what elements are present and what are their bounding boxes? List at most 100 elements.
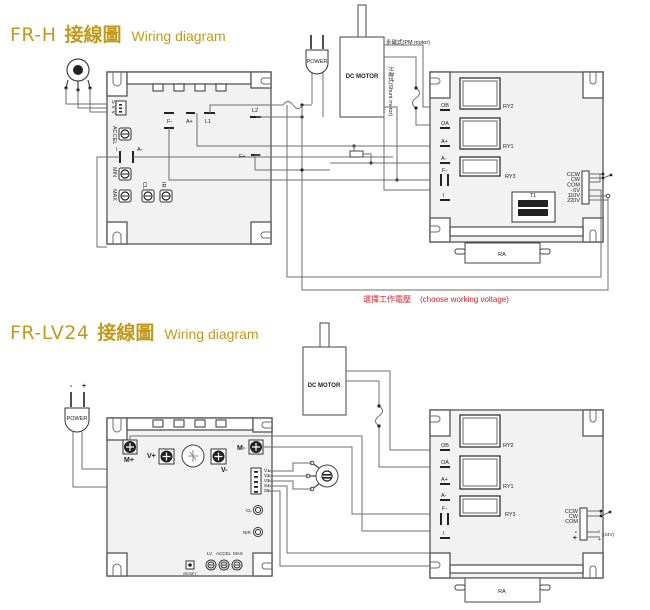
polarity-minus: - <box>70 383 73 390</box>
title-chinese: 接線圖 <box>97 322 155 344</box>
pin-label: S5 <box>264 488 270 493</box>
terminal-label: M+ <box>124 457 134 464</box>
title-english: Wiring diagram <box>131 28 226 44</box>
terminal-label: I <box>116 147 118 153</box>
fr-h-title: FR-H 接線圖 Wiring diagram <box>10 20 226 47</box>
pot-label: MAX <box>233 551 243 556</box>
relay-terminals: OB OA A+ A- F- I <box>440 443 450 539</box>
pin-label: V1 <box>264 468 270 473</box>
pot-label: IR <box>160 182 166 188</box>
pin-label: CW <box>571 177 581 183</box>
pin-label: COM <box>567 183 580 189</box>
fr-lv24-diagram: - + POWER <box>64 322 615 603</box>
pin-label: + <box>573 535 577 542</box>
pot-label: CL <box>141 182 147 189</box>
relay-label: RY3 <box>505 512 516 518</box>
pot-accel: ACCEL <box>111 126 132 144</box>
motor-label: DC MOTOR <box>346 74 379 80</box>
bridge-rectifier <box>181 444 205 468</box>
pm-motor-label: 永磁式(PM motor) <box>386 38 430 46</box>
terminal-label: A+ <box>441 477 448 483</box>
relay-ry3: RY3 <box>459 156 516 180</box>
terminal-label: F- <box>167 119 172 125</box>
pot-cl: CL <box>141 182 155 203</box>
resistor-ra: RA <box>454 577 551 603</box>
terminal-label: I <box>443 193 445 199</box>
terminal-label: V+ <box>147 453 156 460</box>
pot-label: LV <box>207 551 212 556</box>
relay-connector: CCW CW COM - + <box>565 507 588 542</box>
relay-label: RY3 <box>505 174 516 180</box>
pot-nir: NIR <box>243 527 263 537</box>
pot-label: CL <box>246 508 252 513</box>
title-chinese: 接線圖 <box>64 24 122 46</box>
resistor-ra: RA <box>454 242 551 264</box>
relay-ry3: RY3 <box>459 495 516 518</box>
polarity-minus-label: - <box>598 528 600 534</box>
transformer-t1: T1 <box>511 191 556 223</box>
fr-h-diagram: S V V ACCEL MIN MAX CL <box>64 4 613 304</box>
power-plug: POWER <box>305 35 329 75</box>
resistor-label: RA <box>498 252 506 258</box>
reset-label: RESET <box>183 571 197 576</box>
pin-label: CCW <box>565 509 579 515</box>
terminal-label: M- <box>237 445 246 452</box>
terminal-label: OA <box>441 460 449 466</box>
pot-cl: CL <box>246 505 263 515</box>
fr-lv24-relay-board: RY2 RY1 RY3 OB OA A+ A- F- I <box>429 409 604 579</box>
relay-ry1: RY1 <box>459 117 514 150</box>
pin-label: COM <box>565 519 578 525</box>
terminal-label: F- <box>442 506 447 512</box>
pin-label: CCW <box>567 172 581 178</box>
terminal-label: L1 <box>205 119 211 125</box>
pin-label: 110V <box>568 193 581 199</box>
note-english: (choose working voltage) <box>420 295 509 304</box>
terminal-label: I <box>443 531 445 537</box>
connector-label: S V V <box>110 100 116 114</box>
heat-sink-tabs <box>152 83 227 92</box>
relay-ry2: RY2 <box>459 414 514 449</box>
terminal-label: OB <box>441 103 449 109</box>
pot-lv: LV <box>205 551 217 571</box>
polarity-plus-label: + <box>598 537 601 543</box>
power-label: POWER <box>67 416 88 422</box>
pot-label: MIN <box>111 167 117 177</box>
terminal-label: A- <box>137 147 143 153</box>
pin-label: V3 <box>264 478 270 483</box>
heat-sink-tabs <box>152 419 227 428</box>
terminal-v-plus: V+ <box>147 448 175 465</box>
relay-ry1: RY1 <box>459 455 514 490</box>
polarity-plus: + <box>82 383 86 390</box>
dc-motor: DC MOTOR <box>339 4 385 118</box>
relay-label: RY2 <box>503 104 514 110</box>
model-name: FR-H <box>10 24 57 46</box>
transformer-label: T1 <box>530 193 536 199</box>
jumper-component <box>349 144 373 165</box>
pot-max: MAX <box>231 551 243 571</box>
pot-label: ACCEL <box>111 126 117 144</box>
terminal-label: OA <box>441 121 449 127</box>
reset-button[interactable]: RESET <box>183 560 197 576</box>
terminal-label: A+ <box>186 119 193 125</box>
pot-ir: IR <box>159 182 173 203</box>
relay-label: RY1 <box>503 484 514 490</box>
pin-label: 0V <box>573 188 580 194</box>
pot-min: MIN <box>111 167 132 181</box>
terminal-label: F- <box>442 168 447 174</box>
fr-h-relay-board: RY2 RY1 RY3 OB OA A+ A- F- I <box>429 71 604 243</box>
relay-terminals: OB OA A+ A- F- I <box>440 103 450 201</box>
speed-potentiometer <box>64 58 92 92</box>
fr-h-controller-board: S V V ACCEL MIN MAX CL <box>106 71 272 245</box>
terminal-label: OB <box>441 443 449 449</box>
pot-label: NIR <box>243 530 252 535</box>
voltage-label: (24V) <box>603 532 615 537</box>
title-english: Wiring diagram <box>164 326 259 342</box>
terminal-label: L2 <box>252 108 258 114</box>
resistor-label: RA <box>498 589 506 595</box>
pot-max: MAX <box>111 189 132 203</box>
motor-label: DC MOTOR <box>308 383 341 389</box>
terminal-label: V- <box>221 467 228 474</box>
terminal-label: A- <box>441 156 447 162</box>
